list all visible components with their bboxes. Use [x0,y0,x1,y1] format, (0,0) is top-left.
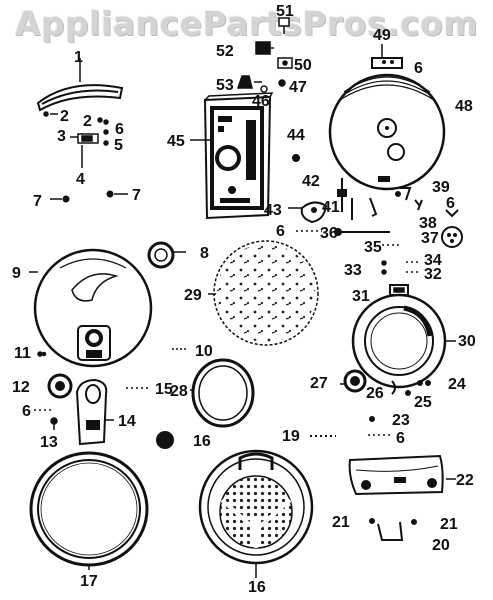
callout-9: 9 [12,265,21,282]
callout-labels: 1 2 2 3 4 5 6 7 7 51 52 50 53 47 46 45 4… [12,3,476,596]
callout-21b: 21 [440,516,458,533]
callout-24: 24 [448,376,466,393]
callout-7a: 7 [33,193,42,210]
part-speckled-plate [213,240,319,346]
callout-28: 28 [170,383,188,400]
callout-51: 51 [276,3,294,20]
part-pins [37,348,186,357]
part-ring-27 [343,369,367,393]
callout-45: 45 [167,133,185,150]
callout-42: 42 [302,173,320,190]
callout-37: 37 [421,230,439,247]
callout-16b: 16 [248,579,266,596]
callout-6f: 6 [396,430,405,447]
callout-33: 33 [344,262,362,279]
callout-35: 35 [364,239,382,256]
callout-36: 36 [320,225,338,242]
part-back-panel [328,57,446,191]
part-ring-12 [47,373,73,399]
part-screws-13 [34,409,58,430]
callout-6e: 6 [22,403,31,420]
callout-6d: 6 [276,223,285,240]
leader-lines [29,251,456,578]
callout-47: 47 [289,79,307,96]
callout-12: 12 [12,379,30,396]
callout-49: 49 [373,27,391,44]
callout-6a: 6 [115,121,124,138]
callout-14: 14 [118,413,136,430]
part-small-controls [236,17,293,93]
callout-32: 32 [424,266,442,283]
callout-43: 43 [264,202,282,219]
callout-29: 29 [184,287,202,304]
part-console-22 [348,454,444,496]
part-knob-16 [156,431,174,449]
part-drum-base [198,449,314,565]
callout-25: 25 [414,394,432,411]
callout-11: 11 [14,345,31,362]
callout-16a: 16 [193,433,211,450]
callout-6b: 6 [414,60,423,77]
callout-21a: 21 [332,514,350,531]
callout-7b: 7 [132,187,141,204]
callout-15: 15 [155,381,173,398]
part-small-hardware [381,244,418,296]
part-fittings [337,178,423,220]
callout-17: 17 [80,573,98,590]
callout-52: 52 [216,43,234,60]
part-bracket-43 [288,201,328,224]
callout-10: 10 [195,343,213,360]
part-latch-14 [75,378,108,446]
part-handle [36,84,124,112]
callout-39: 39 [432,179,450,196]
callout-2a: 2 [60,108,69,125]
part-knob-44 [292,154,300,162]
callout-50: 50 [294,57,312,74]
callout-8: 8 [200,245,209,262]
callout-19: 19 [282,428,300,445]
part-screw-7 [50,190,128,203]
callout-30: 30 [458,333,476,350]
part-front-cover [33,248,153,368]
callout-13: 13 [40,434,58,451]
callout-38: 38 [419,215,437,232]
watermark-text: AppliancePartsPros.com [14,4,479,43]
callout-53: 53 [216,77,234,94]
callout-23: 23 [392,412,410,429]
callout-46: 46 [252,93,270,110]
part-rod-36 [296,228,390,236]
callout-41: 41 [322,199,340,216]
callout-22: 22 [456,472,474,489]
callout-2b: 2 [83,113,92,130]
part-small-26-23 [368,380,431,436]
callout-5: 5 [114,137,123,154]
part-door-gasket [29,451,149,567]
part-ring-8 [147,241,175,269]
callout-34: 34 [424,252,442,269]
callout-48: 48 [455,98,473,115]
callout-20: 20 [432,537,450,554]
callout-26: 26 [366,385,384,402]
part-clip-20 [369,518,417,541]
part-connector-37 [441,209,463,248]
part-screws-small [43,111,109,168]
callout-6c: 6 [446,195,455,212]
callout-1: 1 [74,49,83,66]
callout-4: 4 [76,171,85,188]
part-control-panel [203,92,274,220]
part-seal-28 [191,358,255,428]
callout-31: 31 [352,288,370,305]
callout-44: 44 [287,127,305,144]
callout-27: 27 [310,375,328,392]
part-drum-ring [351,293,447,389]
callout-3: 3 [57,128,66,145]
